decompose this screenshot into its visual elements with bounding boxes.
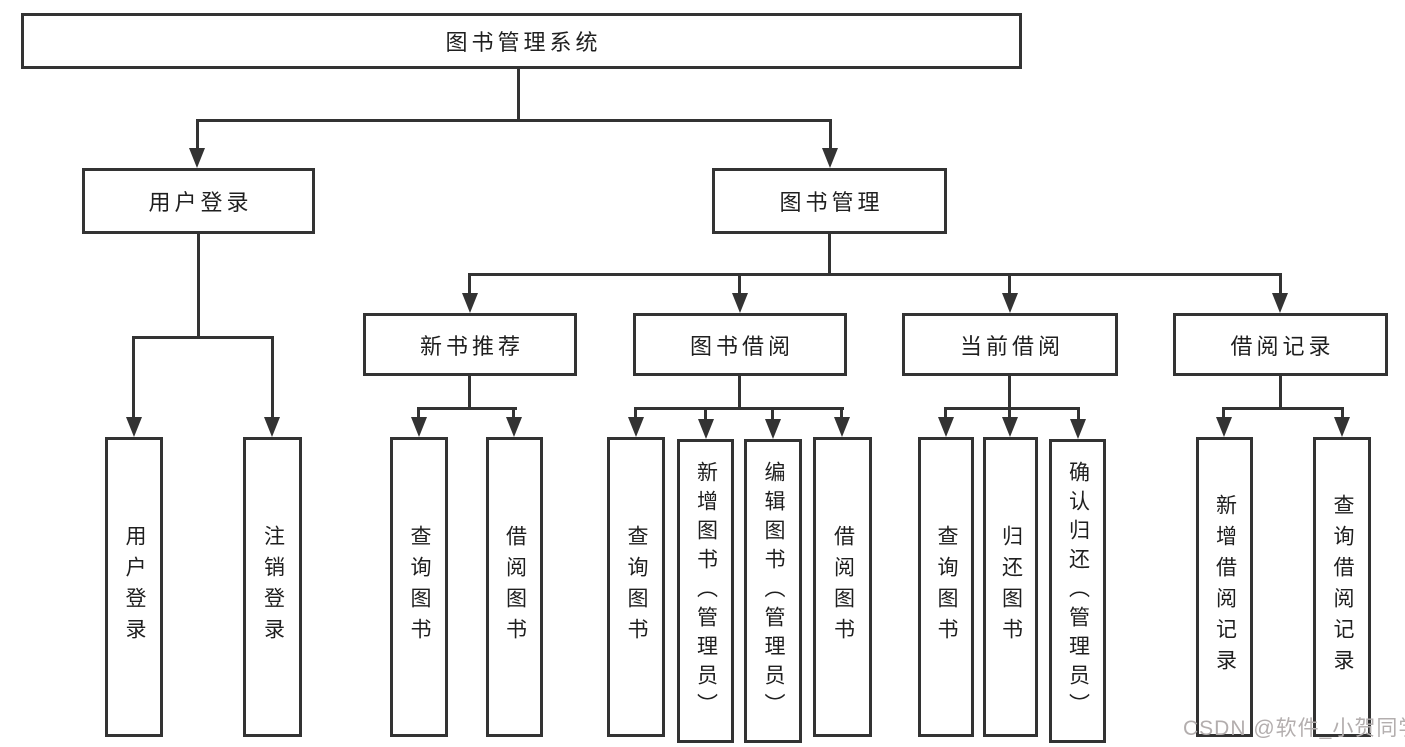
arrowhead-down <box>1334 417 1350 437</box>
leaf-label: 查询图书 <box>408 525 431 649</box>
leaf-query-borrow-record: 查询借阅记录 <box>1313 437 1371 737</box>
arrowhead-down <box>264 417 280 437</box>
arrowhead-down <box>1216 417 1232 437</box>
connector-segment <box>1008 276 1011 297</box>
leaf-label: 查询借阅记录 <box>1331 494 1354 680</box>
leaf-borrow-books: 借阅图书 <box>813 437 872 737</box>
connector-segment <box>1279 376 1282 410</box>
leaf-confirm-return-admin: 确认归还（管理员） <box>1049 439 1106 743</box>
node-book-management: 图书管理 <box>712 168 947 234</box>
arrowhead-down <box>1002 417 1018 437</box>
arrowhead-down <box>938 417 954 437</box>
connector-segment <box>828 234 831 276</box>
connector-segment <box>738 376 741 410</box>
node-borrowing-records: 借阅记录 <box>1173 313 1388 376</box>
arrowhead-down <box>1002 293 1018 313</box>
connector-segment <box>197 234 200 336</box>
leaf-query-books-current: 查询图书 <box>918 437 974 737</box>
arrowhead-down <box>506 417 522 437</box>
leaf-logout: 注销登录 <box>243 437 302 737</box>
connector-segment <box>829 119 832 153</box>
arrowhead-down <box>1272 293 1288 313</box>
arrowhead-down <box>732 293 748 313</box>
leaf-query-books-recommend: 查询图书 <box>390 437 448 737</box>
connector-segment <box>1341 407 1344 419</box>
node-library-system: 图书管理系统 <box>21 13 1022 69</box>
leaf-label: 查询图书 <box>935 525 958 649</box>
connector-segment <box>132 336 135 421</box>
connector-segment <box>512 407 515 419</box>
node-label: 图书借阅 <box>689 333 794 359</box>
arrowhead-down <box>628 417 644 437</box>
arrowhead-down <box>765 419 781 439</box>
connector-segment <box>944 407 947 419</box>
connector-segment <box>1222 407 1225 419</box>
connector-segment <box>517 69 520 122</box>
leaf-label: 新增图书（管理员） <box>694 460 718 722</box>
node-user-login: 用户登录 <box>82 168 315 234</box>
csdn-watermark: CSDN @软件_小贺同学 <box>1183 717 1405 740</box>
connector-segment <box>1008 376 1011 410</box>
arrowhead-down <box>411 417 427 437</box>
connector-segment <box>840 407 843 419</box>
connector-segment <box>132 336 274 339</box>
leaf-add-borrow-record: 新增借阅记录 <box>1196 437 1253 737</box>
leaf-add-books-admin: 新增图书（管理员） <box>677 439 734 743</box>
arrowhead-down <box>1070 419 1086 439</box>
node-book-borrowing: 图书借阅 <box>633 313 847 376</box>
leaf-edit-books-admin: 编辑图书（管理员） <box>744 439 802 743</box>
connector-segment <box>271 336 274 421</box>
node-label: 用户登录 <box>148 190 253 215</box>
connector-segment <box>771 407 774 421</box>
connector-segment <box>468 376 471 410</box>
connector-segment <box>1222 407 1344 410</box>
connector-segment <box>196 119 199 153</box>
leaf-borrow-books-recommend: 借阅图书 <box>486 437 543 737</box>
leaf-return-books: 归还图书 <box>983 437 1038 737</box>
leaf-label: 借阅图书 <box>831 525 855 649</box>
connector-segment <box>634 407 844 410</box>
arrowhead-down <box>462 293 478 313</box>
leaf-label: 确认归还（管理员） <box>1066 460 1090 722</box>
leaf-query-books-borrowing: 查询图书 <box>607 437 665 737</box>
leaf-label: 编辑图书（管理员） <box>762 460 785 722</box>
arrowhead-down <box>822 148 838 168</box>
connector-segment <box>634 407 637 419</box>
arrowhead-down <box>126 417 142 437</box>
connector-segment <box>1279 273 1282 297</box>
arrowhead-down <box>189 148 205 168</box>
arrowhead-down <box>698 419 714 439</box>
leaf-label: 注销登录 <box>261 525 285 649</box>
connector-segment <box>417 407 420 419</box>
node-label: 借阅记录 <box>1230 333 1335 359</box>
connector-segment <box>944 407 1080 410</box>
leaf-label: 用户登录 <box>123 525 146 649</box>
node-new-book-recommend: 新书推荐 <box>363 313 577 376</box>
node-label: 图书管理系统 <box>445 30 602 55</box>
leaf-label: 查询图书 <box>625 525 648 649</box>
leaf-user-login: 用户登录 <box>105 437 163 737</box>
connector-segment <box>196 119 832 122</box>
node-label: 当前借阅 <box>959 333 1064 359</box>
node-current-borrowing: 当前借阅 <box>902 313 1118 376</box>
connector-segment <box>468 273 1282 276</box>
arrowhead-down <box>834 417 850 437</box>
connector-segment <box>738 276 741 297</box>
connector-segment <box>704 407 707 421</box>
node-label: 图书管理 <box>779 190 884 215</box>
leaf-label: 归还图书 <box>999 525 1023 649</box>
leaf-label: 新增借阅记录 <box>1213 494 1237 680</box>
connector-segment <box>1008 407 1011 419</box>
leaf-label: 借阅图书 <box>503 525 527 649</box>
connector-segment <box>468 273 471 297</box>
connector-segment <box>417 407 517 410</box>
node-label: 新书推荐 <box>419 333 524 359</box>
connector-segment <box>1077 407 1080 421</box>
